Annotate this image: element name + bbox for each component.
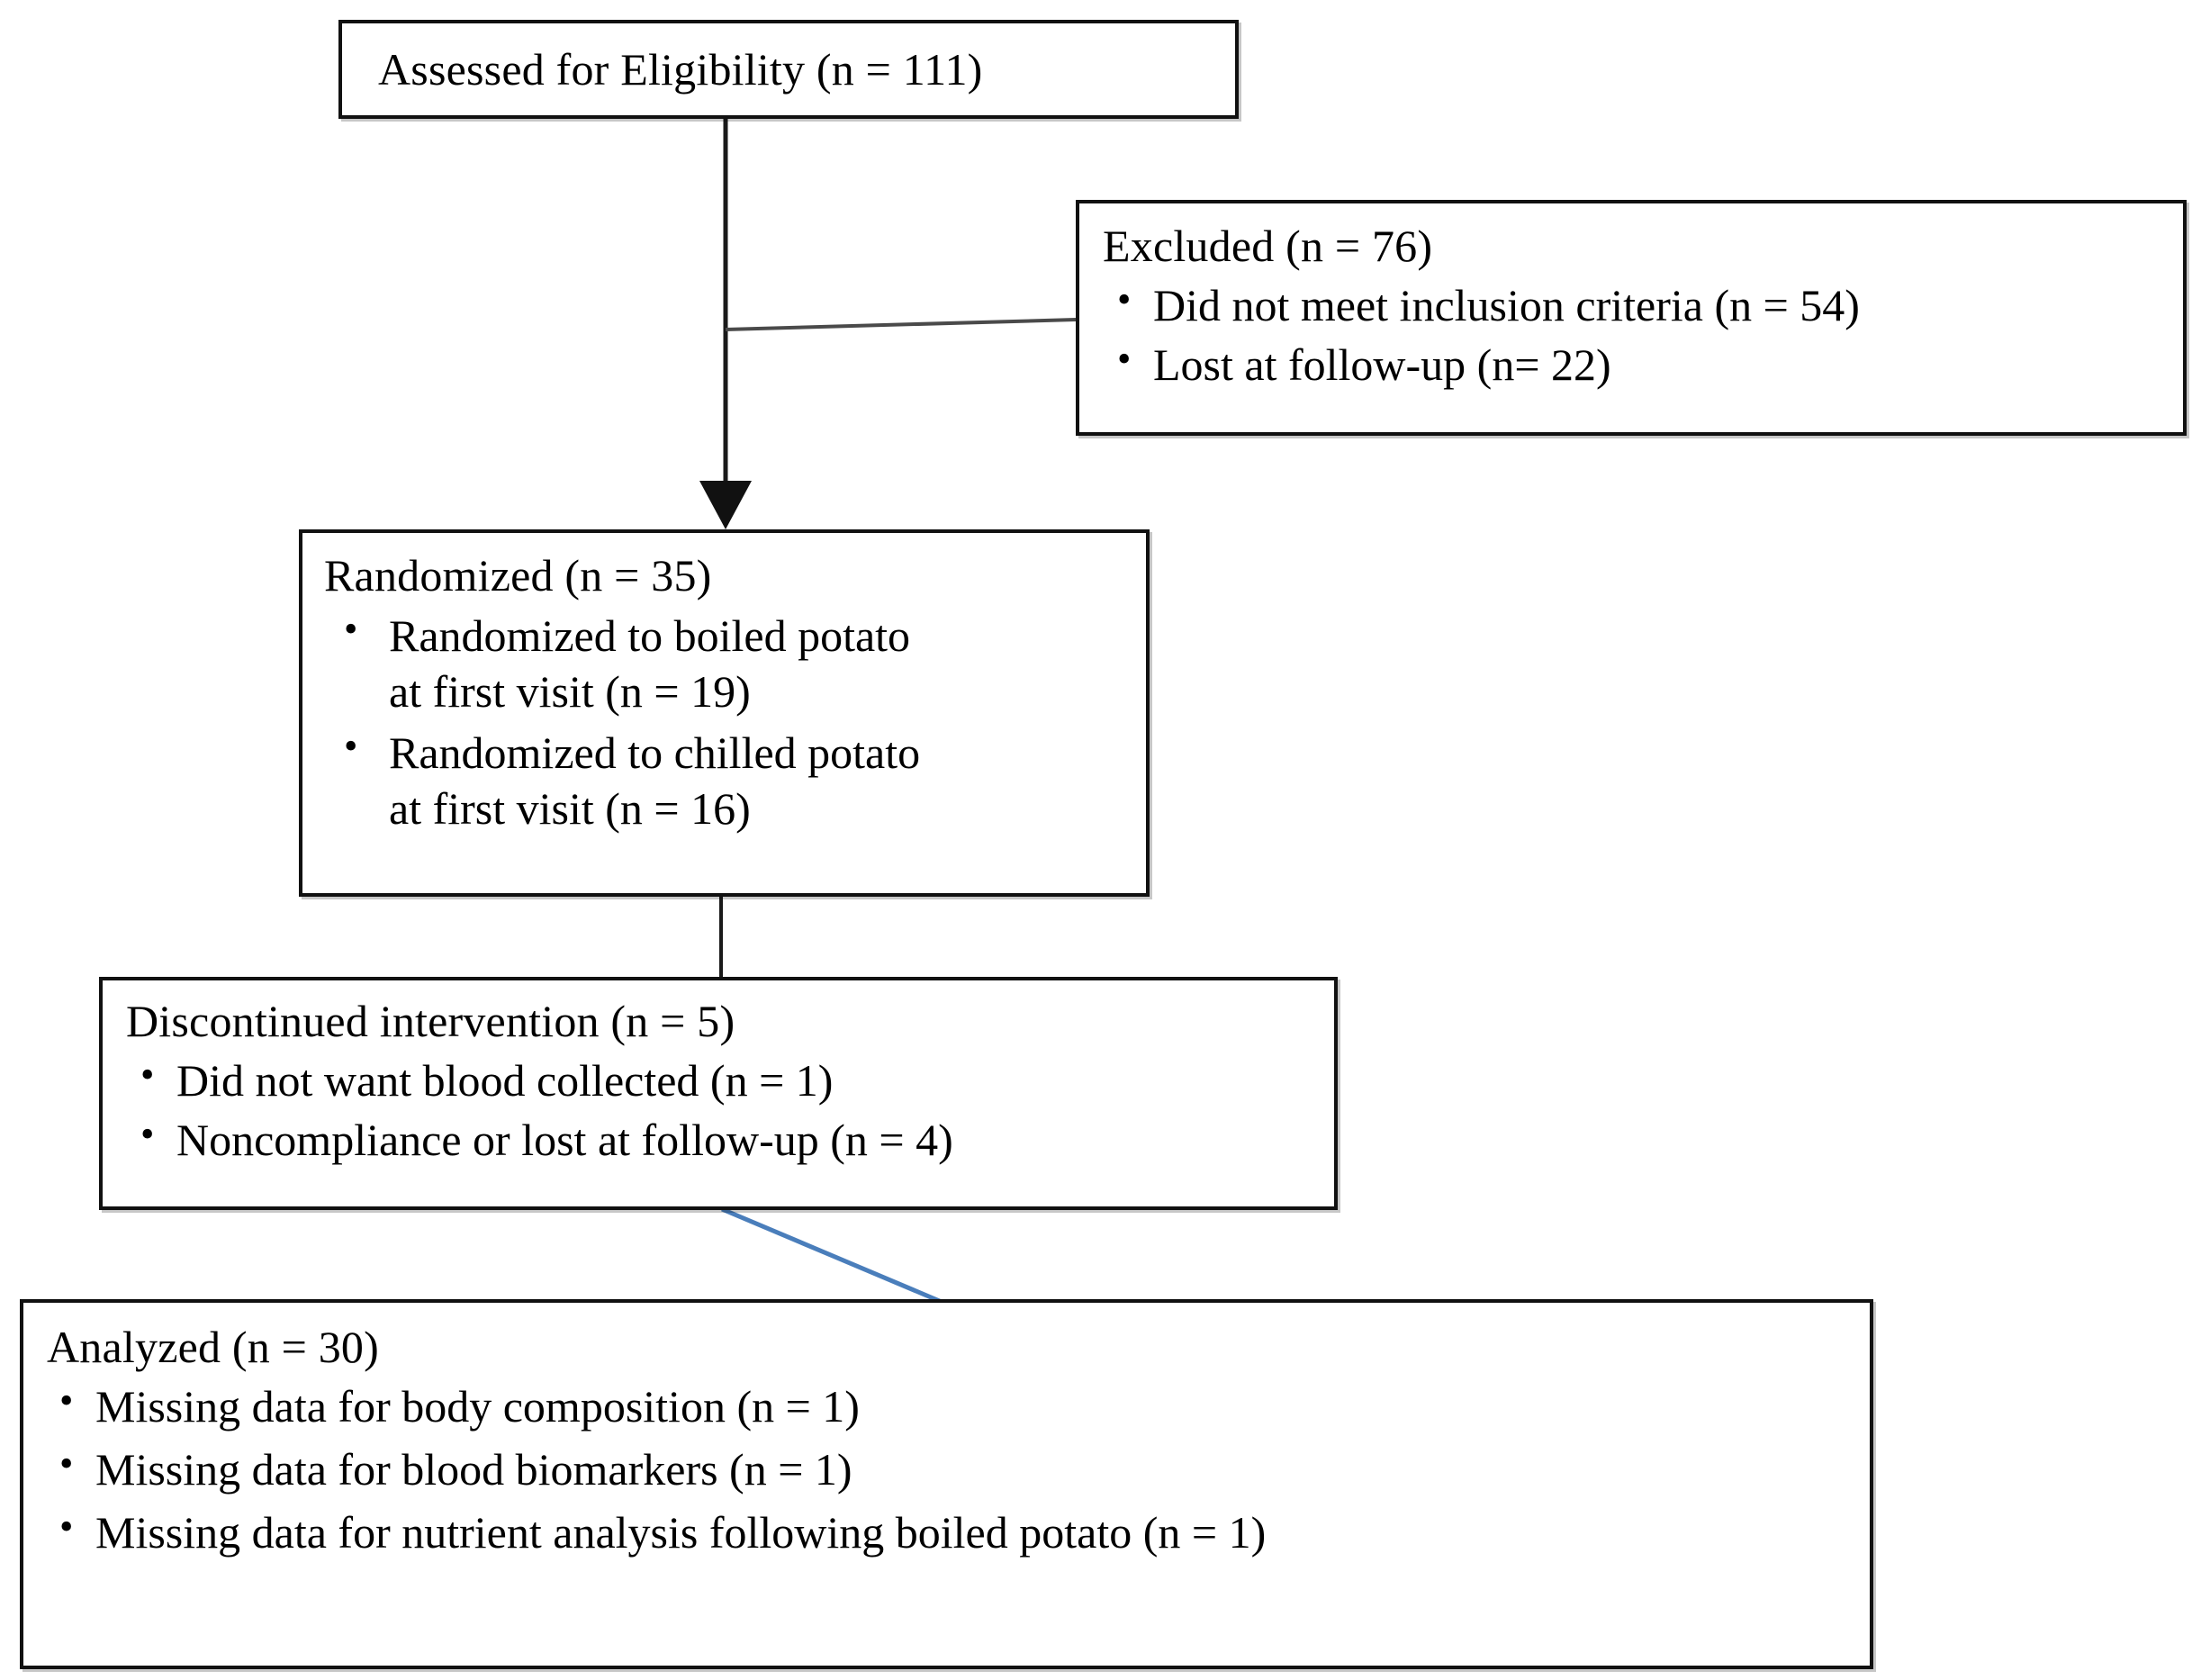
arrowhead-down-icon [699,481,752,529]
node-discontinued-bullet-list: Did not want blood collected (n = 1) Non… [126,1052,1325,1167]
bullet-text: Did not meet inclusion criteria (n = 54) [1153,280,1860,330]
bullet-text-line2: at first visit (n = 16) [389,783,751,834]
bullet-text-line2: at first visit (n = 19) [389,666,751,717]
bullet-text: Lost at follow-up (n= 22) [1153,339,1611,390]
connector-assessed-to-excluded [725,318,1077,331]
list-item: Missing data for nutrient analysis follo… [47,1504,1861,1559]
bullet-text: Did not want blood collected (n = 1) [176,1055,834,1106]
node-analyzed: Analyzed (n = 30) Missing data for body … [20,1299,1873,1669]
node-randomized: Randomized (n = 35) Randomized to boiled… [299,529,1150,897]
node-discontinued-title: Discontinued intervention (n = 5) [126,996,735,1046]
connector-discontinued-to-analyzed [721,1206,943,1305]
bullet-text: Missing data for body composition (n = 1… [95,1381,860,1432]
list-item: Did not want blood collected (n = 1) [126,1052,1325,1107]
node-randomized-bullet-list: Randomized to boiled potato at first vis… [324,606,1137,836]
list-item: Missing data for body composition (n = 1… [47,1377,1861,1433]
node-analyzed-bullet-list: Missing data for body composition (n = 1… [47,1377,1861,1559]
node-assessed-for-eligibility: Assessed for Eligibility (n = 111) [338,20,1239,119]
bullet-text-line1: Randomized to chilled potato [389,727,921,778]
node-randomized-title: Randomized (n = 35) [324,550,712,601]
node-excluded-title: Excluded (n = 76) [1103,221,1433,271]
bullet-text: Noncompliance or lost at follow-up (n = … [176,1115,953,1165]
list-item: Did not meet inclusion criteria (n = 54) [1103,276,2174,332]
bullet-text: Missing data for blood biomarkers (n = 1… [95,1444,852,1495]
node-excluded: Excluded (n = 76) Did not meet inclusion… [1076,200,2187,436]
node-excluded-bullet-list: Did not meet inclusion criteria (n = 54)… [1103,276,2174,392]
list-item: Lost at follow-up (n= 22) [1103,336,2174,392]
list-item: Randomized to chilled potato at first vi… [324,723,1137,836]
node-discontinued-intervention: Discontinued intervention (n = 5) Did no… [99,977,1338,1210]
list-item: Noncompliance or lost at follow-up (n = … [126,1111,1325,1167]
node-analyzed-title: Analyzed (n = 30) [47,1322,379,1372]
node-assessed-title: Assessed for Eligibility (n = 111) [378,43,983,95]
list-item: Missing data for blood biomarkers (n = 1… [47,1441,1861,1496]
bullet-text-line1: Randomized to boiled potato [389,610,911,661]
list-item: Randomized to boiled potato at first vis… [324,606,1137,719]
bullet-text: Missing data for nutrient analysis follo… [95,1507,1267,1558]
